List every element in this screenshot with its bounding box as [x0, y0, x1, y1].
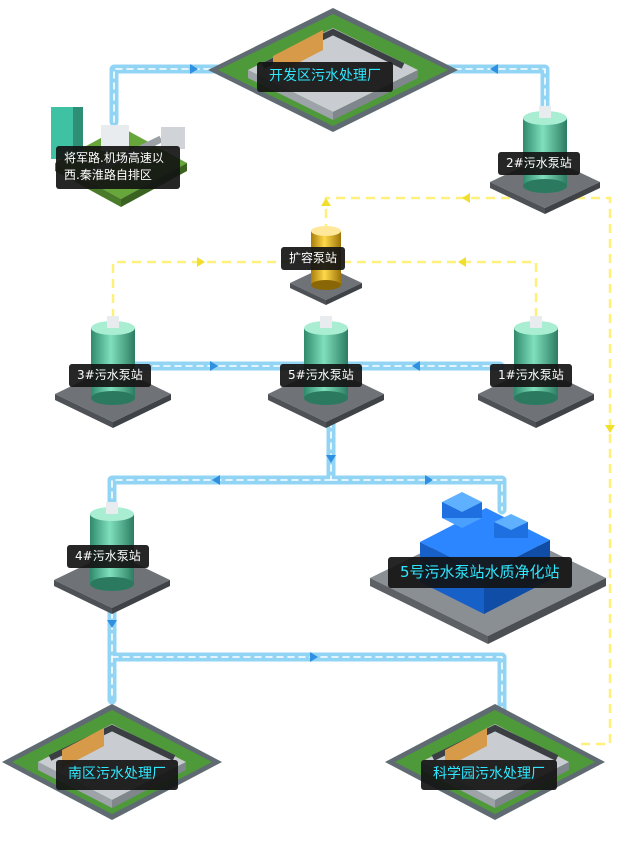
- pipe-to-pump4: [107, 475, 336, 545]
- label-jiangjun-area[interactable]: 将军路.机场高速以西.秦淮路自排区: [56, 146, 180, 189]
- arrow-down-icon: [326, 455, 336, 463]
- arrow-left-icon: [462, 193, 470, 203]
- arrow-right-icon: [310, 652, 318, 662]
- blue-pipes: [107, 64, 550, 725]
- label-purify-station[interactable]: 5号污水泵站水质净化站: [388, 557, 572, 588]
- arrow-right-icon: [197, 257, 205, 267]
- flow-arrows-yellow: [197, 193, 615, 433]
- yellow-pipes: [111, 193, 615, 746]
- arrow-left-icon: [458, 257, 466, 267]
- label-kaifa-plant[interactable]: 开发区污水处理厂: [257, 62, 393, 92]
- label-pump-3[interactable]: 3#污水泵站: [69, 364, 151, 387]
- arrow-right-icon: [190, 64, 198, 74]
- label-pump-1[interactable]: 1#污水泵站: [490, 364, 572, 387]
- label-nanqu-plant[interactable]: 南区污水处理厂: [56, 760, 178, 790]
- label-kuorong-pump[interactable]: 扩容泵站: [281, 247, 346, 270]
- arrow-up-icon: [321, 198, 331, 206]
- arrow-right-icon: [210, 361, 218, 371]
- label-pump-2[interactable]: 2#污水泵站: [498, 152, 580, 175]
- arrow-left-icon: [490, 64, 498, 74]
- arrow-left-icon: [212, 475, 220, 485]
- flow-arrows-blue: [107, 64, 498, 662]
- label-pump-4[interactable]: 4#污水泵站: [67, 545, 149, 568]
- label-kexueyuan-plant[interactable]: 科学园污水处理厂: [421, 760, 557, 790]
- arrow-down-icon: [107, 620, 117, 628]
- label-pump-5[interactable]: 5#污水泵站: [280, 364, 362, 387]
- arrow-down-icon: [605, 425, 615, 433]
- pump-station-icon: [290, 226, 362, 305]
- arrow-left-icon: [412, 361, 420, 371]
- arrow-right-icon: [425, 475, 433, 485]
- pipe-to-kexueyuan: [107, 652, 507, 725]
